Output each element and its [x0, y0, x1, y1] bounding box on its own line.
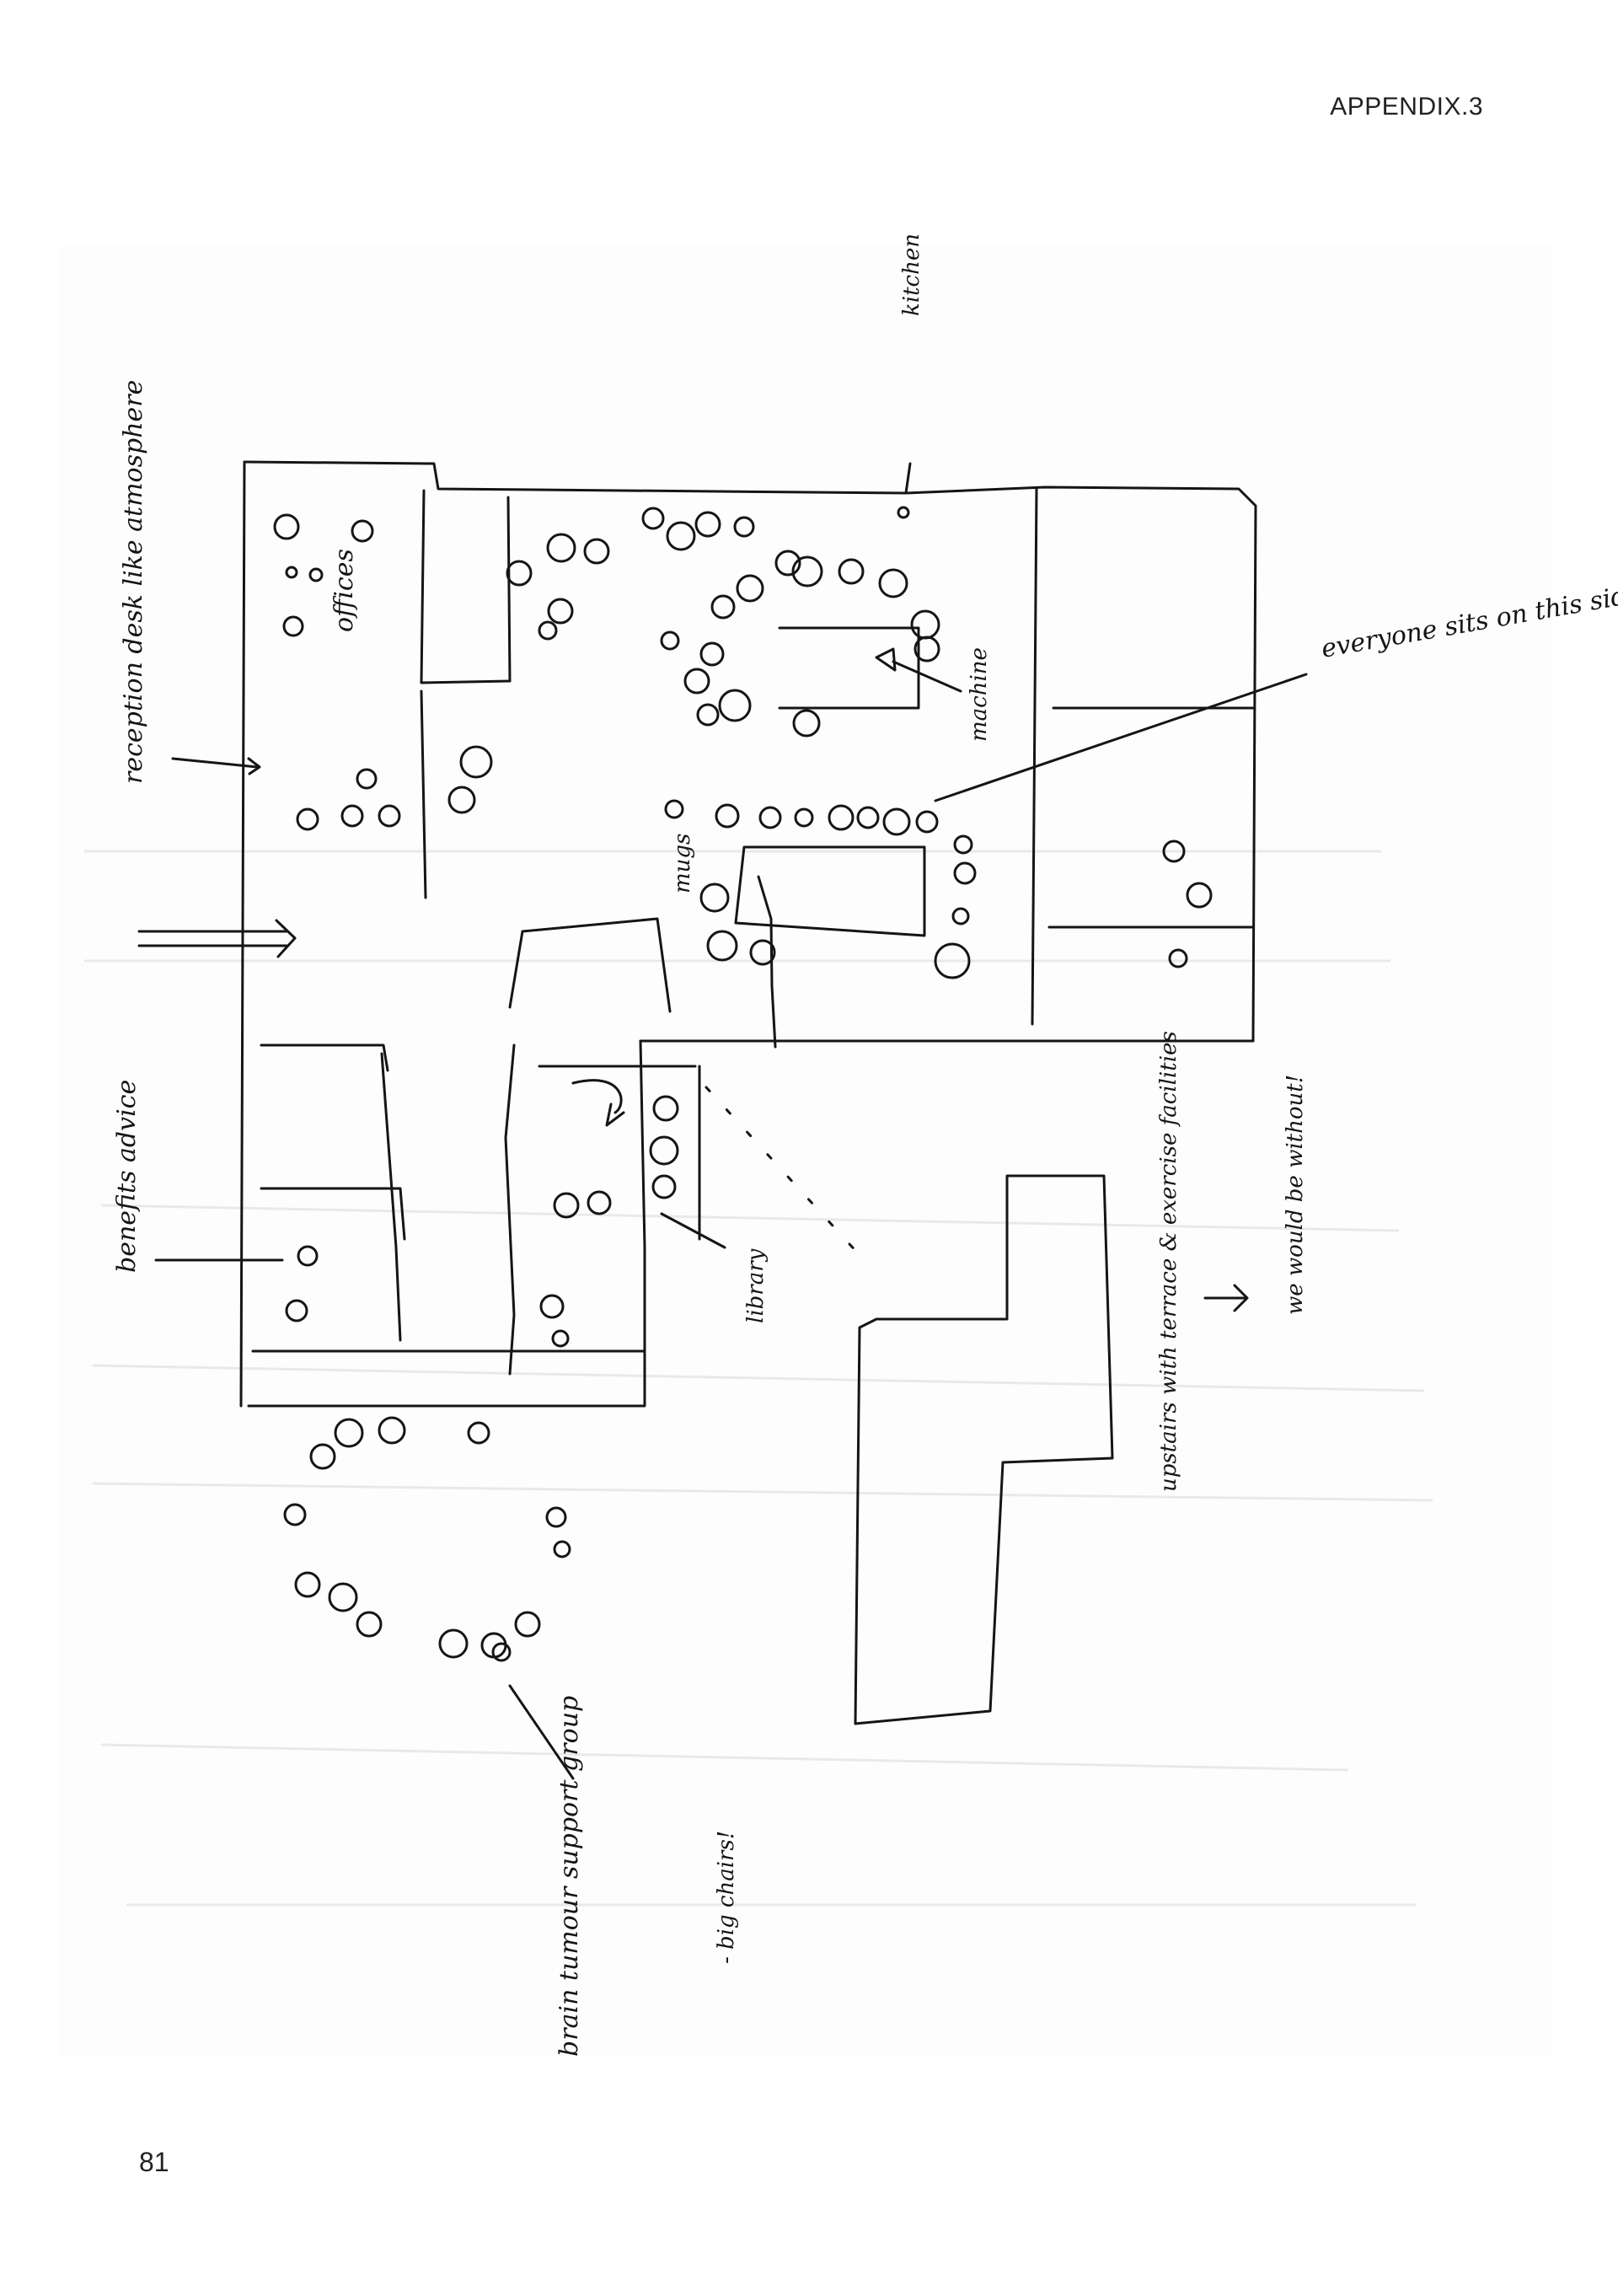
- label-library: library: [743, 1248, 769, 1323]
- appendix-heading: APPENDIX.3: [1330, 93, 1483, 121]
- page-number: 81: [139, 2147, 169, 2177]
- label-brain-tumour: brain tumour support group: [555, 1696, 584, 2057]
- label-mugs: mugs: [670, 834, 695, 893]
- building-outline: [239, 460, 1257, 1408]
- label-offices: offices: [329, 549, 359, 632]
- chair-circles: [273, 506, 1213, 1662]
- paper-show-through: [84, 850, 1433, 1907]
- offices-room: [420, 489, 512, 899]
- label-everyone-sits: everyone sits on this side: [1319, 579, 1618, 664]
- label-without: we would be without!: [1283, 1075, 1308, 1315]
- label-big-chairs: - big chairs!: [714, 1831, 739, 1964]
- label-upstairs: upstairs with terrace & exercise facilit…: [1156, 1031, 1181, 1492]
- leader-lines: [137, 462, 1308, 1780]
- library-room: [260, 917, 870, 1376]
- sketch-paper: [59, 244, 1551, 2057]
- label-kitchen: kitchen: [899, 233, 924, 316]
- upstairs-outline: [854, 1174, 1114, 1725]
- kitchen-room: [734, 487, 1255, 1049]
- label-benefits: benefits advice: [112, 1080, 142, 1273]
- label-machine: machine: [967, 647, 992, 742]
- label-reception: reception desk like atmosphere: [119, 380, 148, 784]
